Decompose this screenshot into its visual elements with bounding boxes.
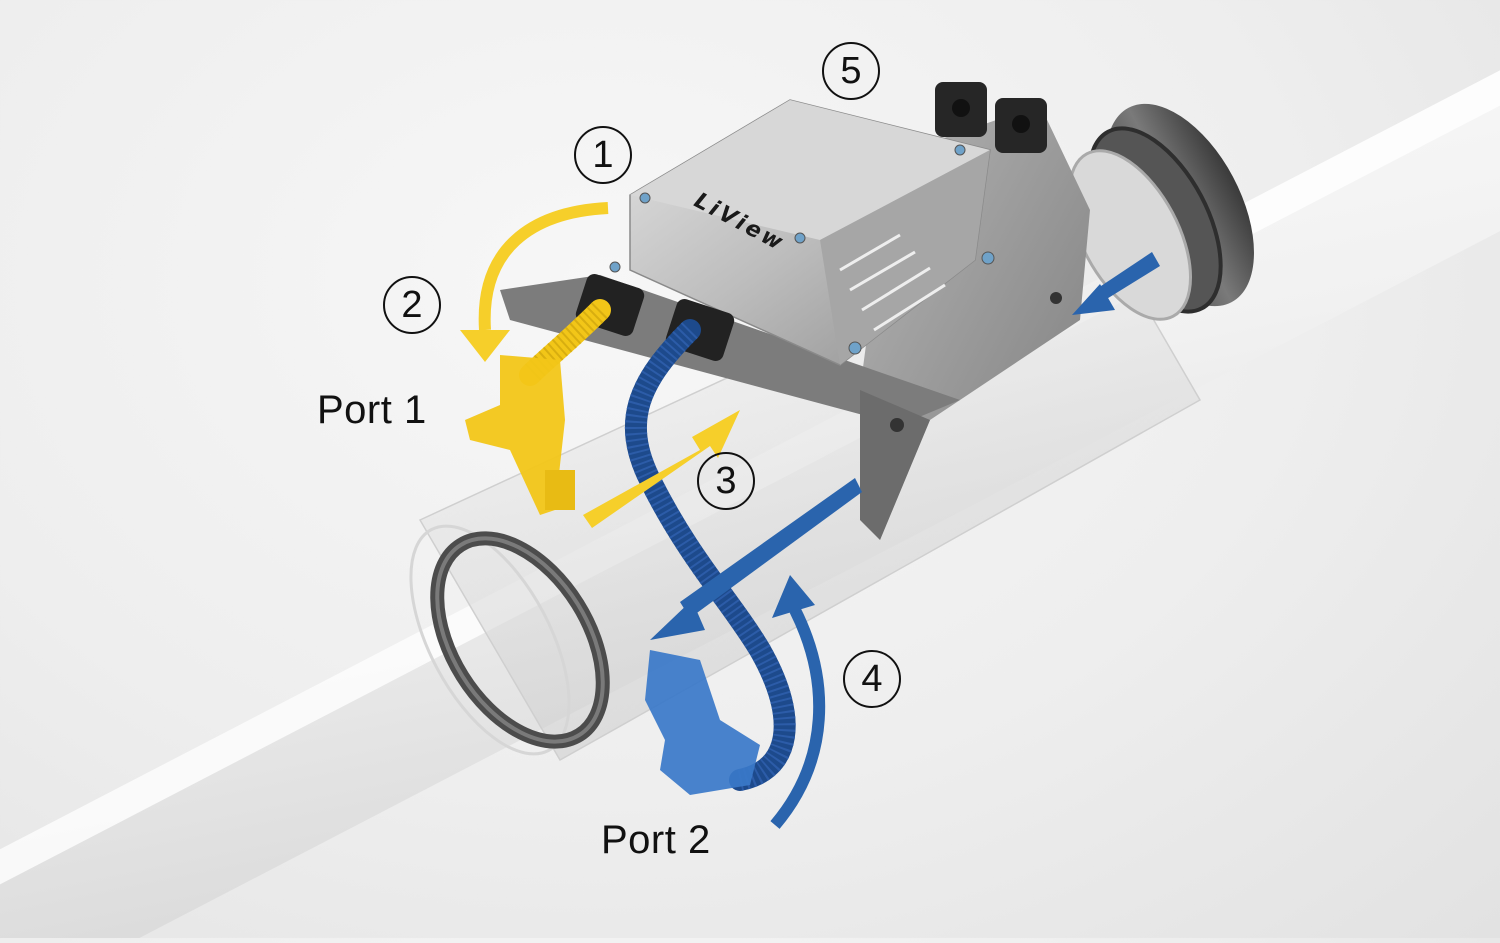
callout-number: 5 [840, 50, 862, 92]
arrow-4-rotate-port2 [770, 575, 826, 829]
screws [609, 144, 995, 355]
callout-2: 2 [383, 276, 441, 334]
callout-number: 1 [592, 134, 614, 176]
callout-number: 3 [715, 460, 737, 502]
end-cap [1067, 103, 1254, 321]
port2-assembly [625, 319, 796, 795]
arrow-3-slide-port1 [583, 410, 740, 528]
callout-number: 2 [401, 284, 423, 326]
port-2-label: Port 2 [601, 818, 711, 862]
callout-number: 4 [861, 658, 883, 700]
callout-3: 3 [697, 452, 755, 510]
port1-assembly [465, 299, 611, 515]
top-connectors [935, 82, 1047, 153]
cooling-fins [839, 233, 946, 332]
callout-5: 5 [822, 42, 880, 100]
seal-ring [430, 531, 610, 749]
arrow-flow-in [1072, 252, 1160, 315]
liview-housing [609, 99, 995, 366]
arrow-flow-out [650, 478, 862, 640]
arrow-1-rotate-port1 [460, 202, 609, 362]
callout-1: 1 [574, 126, 632, 184]
port-1-label: Port 1 [317, 388, 427, 432]
callout-4: 4 [843, 650, 901, 708]
